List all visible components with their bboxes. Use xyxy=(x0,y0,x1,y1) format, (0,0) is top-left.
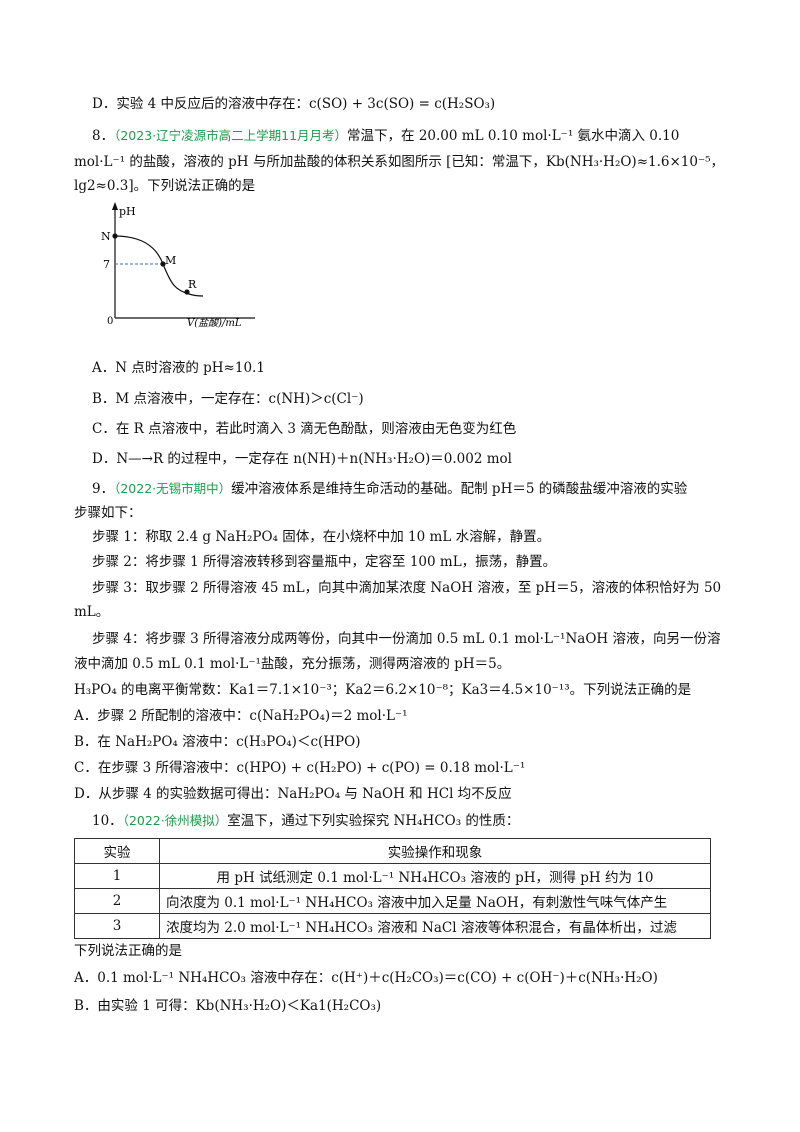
q9-step-4b: 液中滴加 0.5 mL 0.1 mol·L⁻¹盐酸，充分振荡，测得两溶液的 pH… xyxy=(74,656,511,672)
row-text: 用 pH 试纸测定 0.1 mol·L⁻¹ NH₄HCO₃ 溶液的 pH，测得 … xyxy=(159,863,711,889)
q8-line-1: 8．（2023·辽宁凌源市高二上学期11月月考）常温下，在 20.00 mL 0… xyxy=(92,126,679,146)
row-text: 浓度均为 2.0 mol·L⁻¹ NH₄HCO₃ 溶液和 NaCl 溶液等体积混… xyxy=(159,913,711,939)
q9-step-4a: 步骤 4：将步骤 3 所得溶液分成两等份，向其中一份滴加 0.5 mL 0.1 … xyxy=(92,631,721,647)
label-m: M xyxy=(165,254,176,267)
q9-option-c: C．在步骤 3 所得溶液中：c(HPO) + c(H₂PO) + c(PO) =… xyxy=(74,760,526,776)
q10-prompt: 下列说法正确的是 xyxy=(74,943,182,959)
q8-text-a: 常温下，在 20.00 mL 0.10 mol·L⁻¹ 氨水中滴入 0.10 xyxy=(347,128,680,144)
q8-option-b: B．M 点溶液中，一定存在：c(NH)＞c(Cl⁻) xyxy=(92,391,364,407)
q8-line-3: lg2≈0.3]。下列说法正确的是 xyxy=(74,178,256,194)
origin-label: 0 xyxy=(107,316,113,327)
q10-text-a: 室温下，通过下列实验探究 NH₄HCO₃ 的性质： xyxy=(227,813,520,829)
q9-source: （2022·无锡市期中） xyxy=(114,481,232,496)
q10-option-a: A．0.1 mol·L⁻¹ NH₄HCO₃ 溶液中存在：c(H⁺)＋c(H₂CO… xyxy=(74,970,658,986)
row-id: 1 xyxy=(74,863,160,889)
table-row: 1 用 pH 试纸测定 0.1 mol·L⁻¹ NH₄HCO₃ 溶液的 pH，测… xyxy=(74,863,711,889)
table-row: 3 浓度均为 2.0 mol·L⁻¹ NH₄HCO₃ 溶液和 NaCl 溶液等体… xyxy=(74,913,711,939)
q8-number: 8． xyxy=(92,128,115,144)
q9-line-2: 步骤如下： xyxy=(74,505,142,521)
q9-line-1: 9．（2022·无锡市期中）缓冲溶液体系是维持生命活动的基础。配制 pH＝5 的… xyxy=(92,479,687,499)
q8-source: （2023·辽宁凌源市高二上学期11月月考） xyxy=(114,128,348,143)
point-n xyxy=(112,233,118,239)
row-id: 3 xyxy=(74,913,160,939)
table-header-row: 实验 实验操作和现象 xyxy=(74,838,711,864)
q9-number: 9． xyxy=(92,481,115,497)
q9-constants: H₃PO₄ 的电离平衡常数：Ka1＝7.1×10⁻³；Ka2＝6.2×10⁻⁸；… xyxy=(74,682,692,698)
label-n: N xyxy=(101,230,111,243)
y-axis-arrow xyxy=(112,202,118,210)
q10-source: （2022·徐州模拟） xyxy=(122,813,228,828)
q9-step-3a: 步骤 3：取步骤 2 所得溶液 45 mL，向其中滴加某浓度 NaOH 溶液，至… xyxy=(92,580,722,596)
q9-text-a: 缓冲溶液体系是维持生命活动的基础。配制 pH＝5 的磷酸盐缓冲溶液的实验 xyxy=(231,481,688,497)
row-id: 2 xyxy=(74,888,160,914)
header-operation: 实验操作和现象 xyxy=(159,838,711,864)
tick-7: 7 xyxy=(103,258,110,271)
q7-option-d: D．实验 4 中反应后的溶液中存在：c(SO) + 3c(SO) = c(H₂S… xyxy=(92,96,496,112)
q9-option-a: A．步骤 2 所配制的溶液中：c(NaH₂PO₄)＝2 mol·L⁻¹ xyxy=(74,708,408,724)
q9-step-3b: mL。 xyxy=(74,604,110,620)
q9-option-b: B．在 NaH₂PO₄ 溶液中：c(H₃PO₄)＜c(HPO) xyxy=(74,734,361,750)
q10-number: 10． xyxy=(92,813,123,829)
table-row: 2 向浓度为 0.1 mol·L⁻¹ NH₄HCO₃ 溶液中加入足量 NaOH，… xyxy=(74,888,711,914)
x-axis-label: V(盐酸)/mL xyxy=(187,317,242,329)
q8-option-a: A．N 点时溶液的 pH≈10.1 xyxy=(92,360,265,376)
header-experiment: 实验 xyxy=(74,838,160,864)
q10-option-b: B．由实验 1 可得：Kb(NH₃·H₂O)＜Ka1(H₂CO₃) xyxy=(74,998,382,1014)
q10-line-1: 10．（2022·徐州模拟）室温下，通过下列实验探究 NH₄HCO₃ 的性质： xyxy=(92,811,519,831)
q9-option-d: D．从步骤 4 的实验数据可得出：NaH₂PO₄ 与 NaOH 和 HCl 均不… xyxy=(74,786,512,802)
q8-option-d: D．N—→R 的过程中，一定存在 n(NH)＋n(NH₃·H₂O)＝0.002 … xyxy=(92,451,512,467)
q9-step-1: 步骤 1：称取 2.4 g NaH₂PO₄ 固体，在小烧杯中加 10 mL 水溶… xyxy=(92,529,551,545)
y-axis-label: pH xyxy=(119,205,136,218)
experiment-table: 实验 实验操作和现象 1 用 pH 试纸测定 0.1 mol·L⁻¹ NH₄HC… xyxy=(74,838,711,939)
point-m xyxy=(160,261,166,267)
q9-step-2: 步骤 2：将步骤 1 所得溶液转移到容量瓶中，定容至 100 mL，振荡，静置。 xyxy=(92,554,557,570)
row-text: 向浓度为 0.1 mol·L⁻¹ NH₄HCO₃ 溶液中加入足量 NaOH，有刺… xyxy=(159,888,711,914)
q8-option-c: C．在 R 点溶液中，若此时滴入 3 滴无色酚酞，则溶液由无色变为红色 xyxy=(92,421,517,437)
q8-line-2: mol·L⁻¹ 的盐酸，溶液的 pH 与所加盐酸的体积关系如图所示 [已知：常温… xyxy=(74,154,724,170)
ph-titration-graph: pH 0 V(盐酸)/mL 7 N M R xyxy=(101,202,255,329)
point-r xyxy=(184,289,190,295)
label-r: R xyxy=(188,278,197,291)
titration-curve xyxy=(114,235,204,297)
